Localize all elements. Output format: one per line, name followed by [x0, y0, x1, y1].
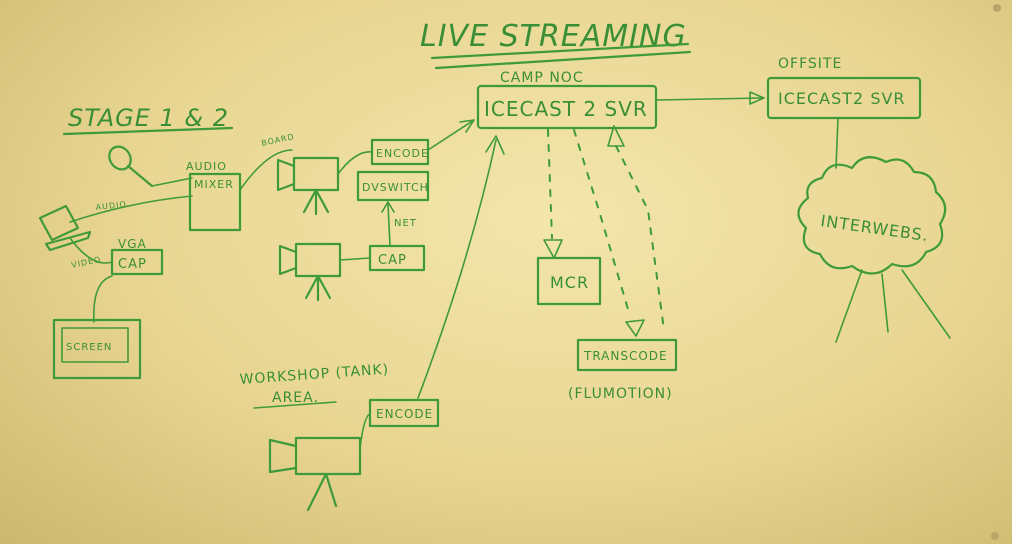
laptop-icon	[38, 204, 92, 252]
audio-mixer-label-1: AUDIO	[186, 160, 227, 173]
audio-mixer-label-2: MIXER	[194, 178, 234, 191]
mic-to-mixer-line	[151, 177, 193, 187]
transcode-label: TRANSCODE	[583, 349, 668, 363]
encode-to-icecast-line	[427, 119, 475, 151]
icecast-to-mcr-arrowhead	[543, 239, 563, 259]
encode-label-workshop: ENCODE	[376, 407, 433, 421]
workshop-to-icecast-arrowhead	[485, 135, 505, 155]
title-underline-2	[434, 50, 692, 70]
encode-box-stage	[370, 138, 430, 166]
offsite-server-box	[766, 76, 922, 120]
encode-box-workshop	[368, 398, 440, 428]
icecast-to-transcode-arrowhead	[625, 319, 645, 337]
cap-to-dvswitch-line	[387, 203, 391, 247]
cap-to-dvswitch-arrowhead	[381, 201, 395, 213]
internet-cloud-label: INTERWEBS.	[819, 211, 929, 245]
workshop-label-2: AREA.	[272, 390, 319, 406]
offsite-to-cloud-line	[835, 117, 839, 169]
icecast-to-transcode-dashed-line	[573, 129, 631, 317]
flumotion-label: (FLUMOTION)	[568, 386, 673, 402]
audio-label: AUDIO	[95, 200, 127, 212]
camera2-to-cap-line	[339, 257, 371, 261]
diagram-title: LIVE STREAMING	[420, 19, 687, 54]
camera-icon-stage-2	[278, 242, 342, 302]
vga-cap-label: CAP	[118, 257, 147, 272]
screen-frame	[52, 318, 142, 380]
offsite-label: OFFSITE	[778, 56, 842, 72]
icecast-server-box	[476, 84, 658, 130]
mcr-box	[536, 256, 602, 306]
vga-cap-box	[110, 248, 164, 276]
icecast-to-offsite-line	[655, 97, 763, 101]
video-label: VIDEO	[71, 255, 103, 270]
microphone-icon	[108, 145, 154, 188]
camera-to-encode-line	[337, 151, 373, 175]
cap-to-screen-line	[93, 275, 113, 323]
dvswitch-label: DVSWITCH	[362, 181, 429, 194]
pin-top-right	[993, 4, 1001, 12]
dvswitch-box	[356, 170, 430, 202]
icecast-to-offsite-arrowhead	[749, 91, 765, 105]
laptop-audio-line	[69, 195, 193, 223]
encode-to-icecast-arrowhead	[459, 119, 475, 133]
mcr-label: MCR	[550, 273, 589, 292]
internet-cloud	[797, 156, 947, 275]
encode-label-stage: ENCODE	[376, 147, 429, 160]
cloud-rays	[835, 269, 951, 343]
transcode-to-icecast-arrowhead	[607, 125, 625, 147]
camera-icon-stage	[276, 156, 340, 216]
camp-noc-label: CAMP NOC	[500, 70, 584, 86]
laptop-video-line	[69, 237, 113, 264]
cap-label-camera: CAP	[378, 253, 407, 268]
vga-label: VGA	[118, 237, 147, 251]
workshop-to-icecast-line	[417, 139, 497, 399]
title-underline-1	[430, 42, 690, 60]
workshop-camera-to-encode-line	[359, 413, 371, 449]
workshop-label-1: WORKSHOP (TANK)	[239, 362, 389, 388]
camera-icon-workshop	[268, 436, 362, 512]
workshop-underline	[253, 401, 337, 409]
stage-underline	[62, 126, 234, 136]
mixer-board-line	[239, 149, 293, 191]
screen-inner	[61, 327, 129, 363]
audio-mixer-box	[188, 172, 242, 232]
pin-bottom-right	[991, 532, 999, 540]
screen-label: SCREEN	[66, 342, 112, 353]
transcode-box	[576, 338, 678, 372]
net-label: NET	[394, 218, 417, 229]
icecast-to-mcr-dashed-line	[547, 129, 553, 239]
stage-label: STAGE 1 & 2	[68, 104, 229, 132]
transcode-to-icecast-dashed-line	[615, 145, 665, 331]
cap-box-camera	[368, 244, 426, 272]
icecast-server-label: ICECAST 2 SVR	[484, 97, 648, 121]
offsite-server-label: ICECAST2 SVR	[778, 89, 906, 108]
board-label: BOARD	[261, 132, 296, 148]
